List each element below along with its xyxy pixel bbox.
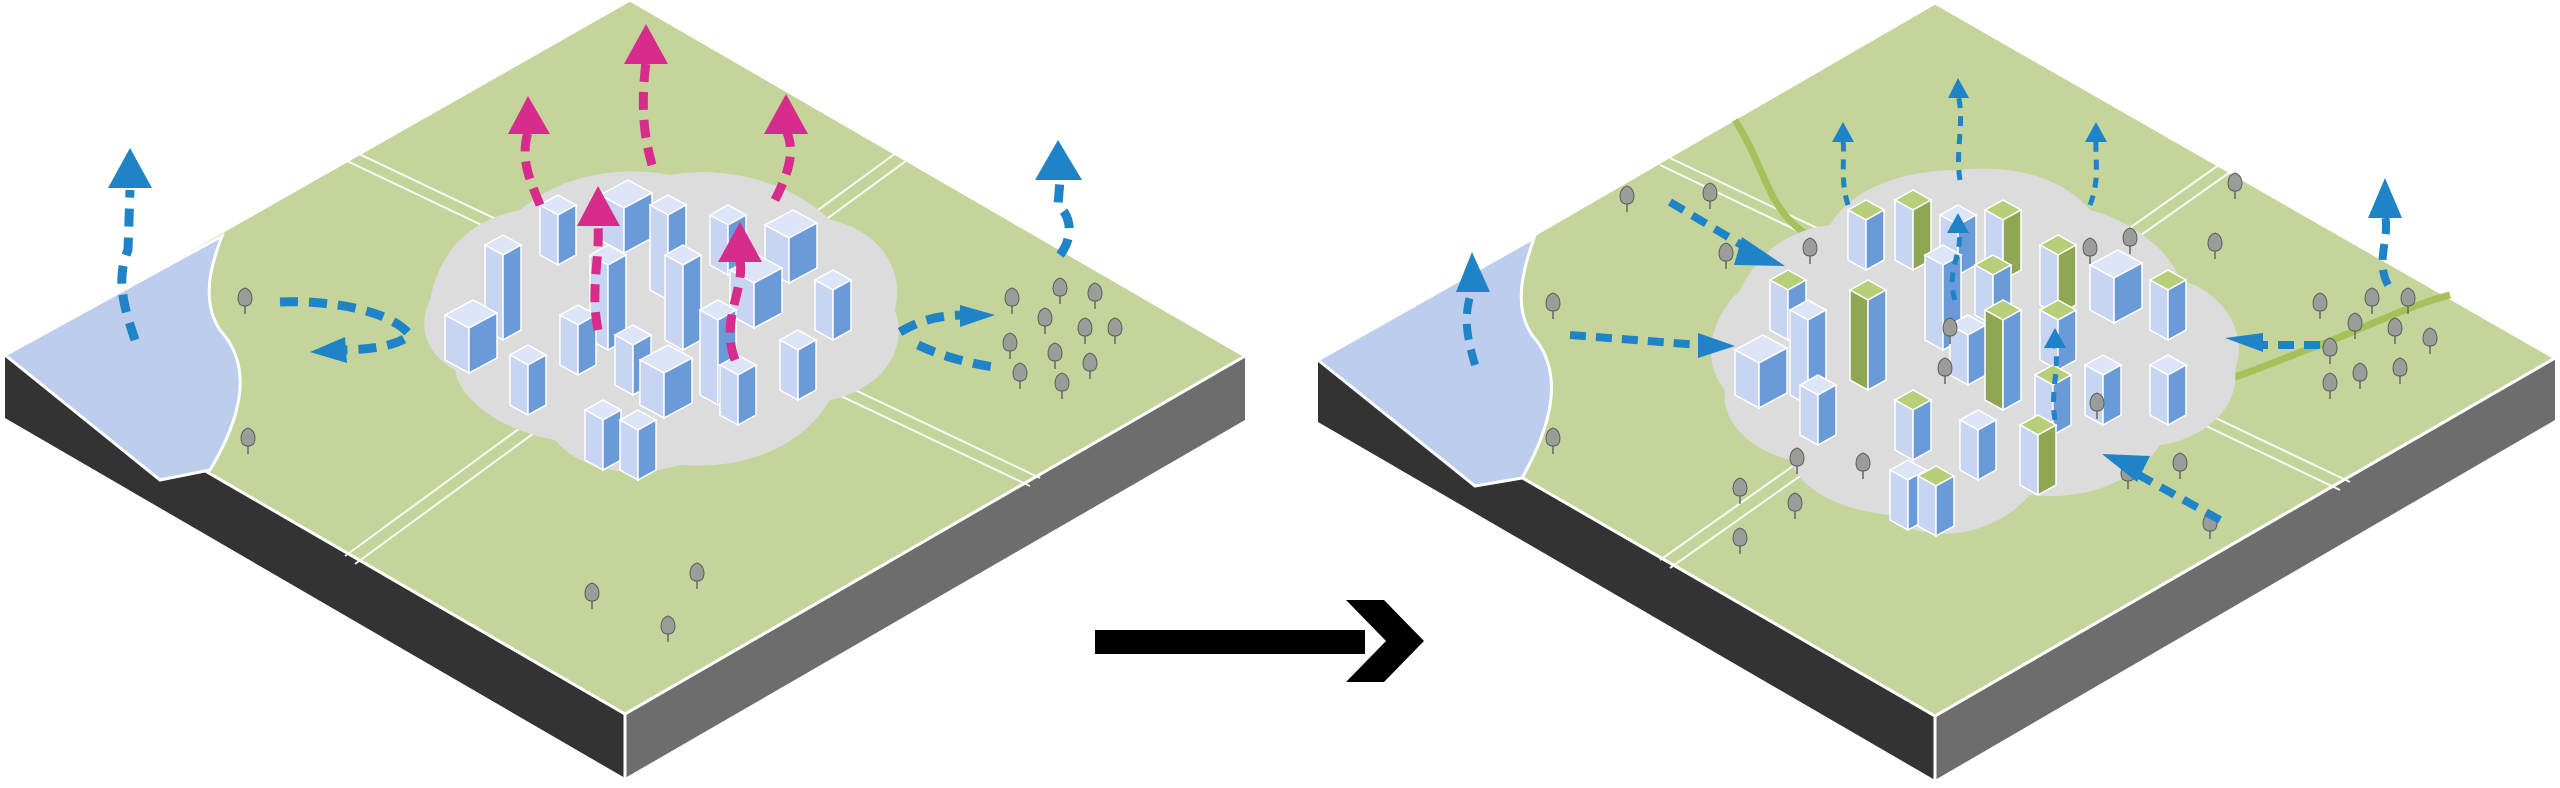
wind-arrowheads-after bbox=[1456, 78, 2402, 482]
heat-arrows bbox=[520, 61, 795, 362]
river-after bbox=[1315, 234, 1553, 488]
river bbox=[2, 232, 242, 482]
slab-right-face-after bbox=[1935, 358, 2555, 780]
wind-arrows-after bbox=[1462, 198, 2392, 524]
panel-before bbox=[1, 0, 1248, 778]
slab-right-face bbox=[625, 356, 1245, 778]
wind-arrows-after-thin bbox=[1840, 94, 2099, 421]
right-arrow bbox=[1095, 600, 1424, 682]
heat-arrowheads bbox=[508, 24, 808, 262]
wind-arrows-before bbox=[117, 179, 1074, 373]
panel-after bbox=[1315, 1, 2559, 780]
wind-arrowheads-before bbox=[108, 140, 1082, 363]
